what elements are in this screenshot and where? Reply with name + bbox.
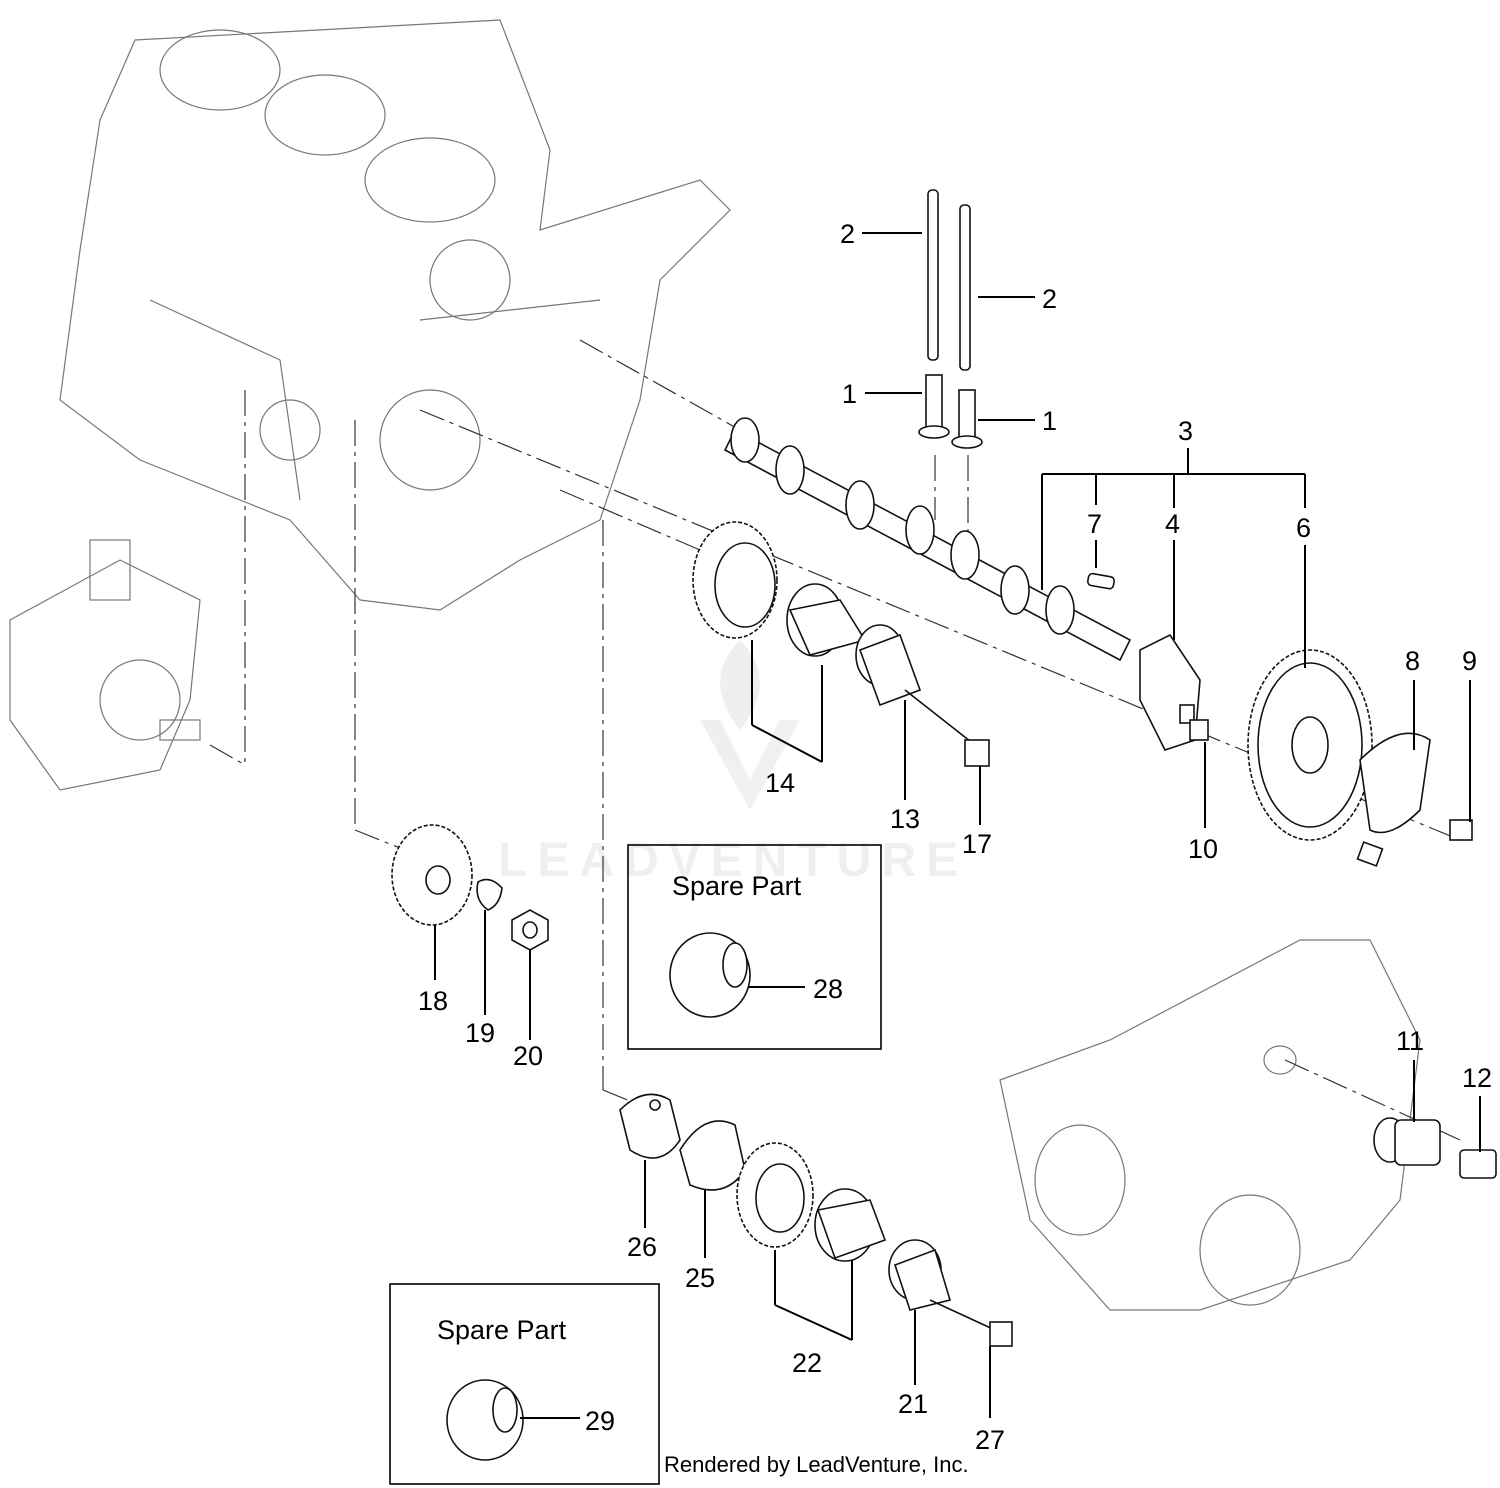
callout-1b: 1 [1042,406,1057,436]
spare-part-box-2: Spare Part 29 [389,1283,660,1485]
callout-8: 8 [1405,646,1420,676]
callout-2a: 2 [840,219,855,249]
bushing-22 [814,1188,887,1262]
callout-28: 28 [813,974,843,1004]
callout-17: 17 [962,829,992,859]
tappet [918,374,983,449]
bolt [1179,704,1209,741]
cam-gear [1247,649,1373,841]
idle-gear [692,521,778,639]
callout-10: 10 [1188,834,1218,864]
callout-4: 4 [1165,509,1180,539]
callout-3: 3 [1178,416,1193,446]
bushing [786,583,867,657]
bolt-27 [929,1299,1013,1347]
gasket [619,1093,681,1159]
engine-block [59,19,731,611]
spare-part-title: Spare Part [672,871,802,901]
callout-1a: 1 [842,379,857,409]
cover-plate [679,1120,746,1191]
callout-22: 22 [792,1348,822,1378]
callout-7: 7 [1087,509,1102,539]
fuel-pump [9,539,201,791]
render-credit: Rendered by LeadVenture, Inc. [664,1452,969,1477]
callout-11: 11 [1396,1026,1424,1056]
callout-20: 20 [513,1041,543,1071]
bolt-17 [904,689,990,767]
callout-12: 12 [1462,1063,1492,1093]
callout-9: 9 [1462,646,1477,676]
callout-25: 25 [685,1263,715,1293]
timing-cover [999,939,1421,1311]
leader-lines [434,232,1481,1418]
nut [511,909,549,951]
callout-18: 18 [418,986,448,1016]
gasket-hole [649,1099,661,1111]
callout-29: 29 [585,1406,615,1436]
callout-6: 6 [1296,513,1311,543]
spare-part-box-1: Spare Part 28 [627,844,882,1050]
spare-part-title: Spare Part [437,1315,567,1345]
tab [1356,841,1384,867]
screw-12 [1459,1149,1497,1179]
callout-14: 14 [765,768,795,798]
sensor-plate [1359,732,1431,834]
oil-pump-gear [736,1142,814,1248]
callout-21: 21 [898,1389,928,1419]
push-rod [927,189,971,371]
lock-washer [476,878,503,911]
camshaft [723,417,1132,662]
key [1086,572,1115,590]
watermark-logo [700,640,800,810]
callout-19: 19 [465,1018,495,1048]
idle-gear-shaft [855,624,922,707]
callout-27: 27 [975,1425,1005,1455]
callout-numbers: 2 2 1 1 3 7 4 6 8 9 14 13 17 10 18 19 20… [418,219,1492,1455]
callout-2b: 2 [1042,284,1057,314]
pump-gear [391,824,473,926]
callout-13: 13 [890,804,920,834]
crank-sensor [1373,1117,1441,1166]
screw [1449,819,1473,841]
callout-26: 26 [627,1232,657,1262]
oil-pump-shaft [888,1239,952,1311]
